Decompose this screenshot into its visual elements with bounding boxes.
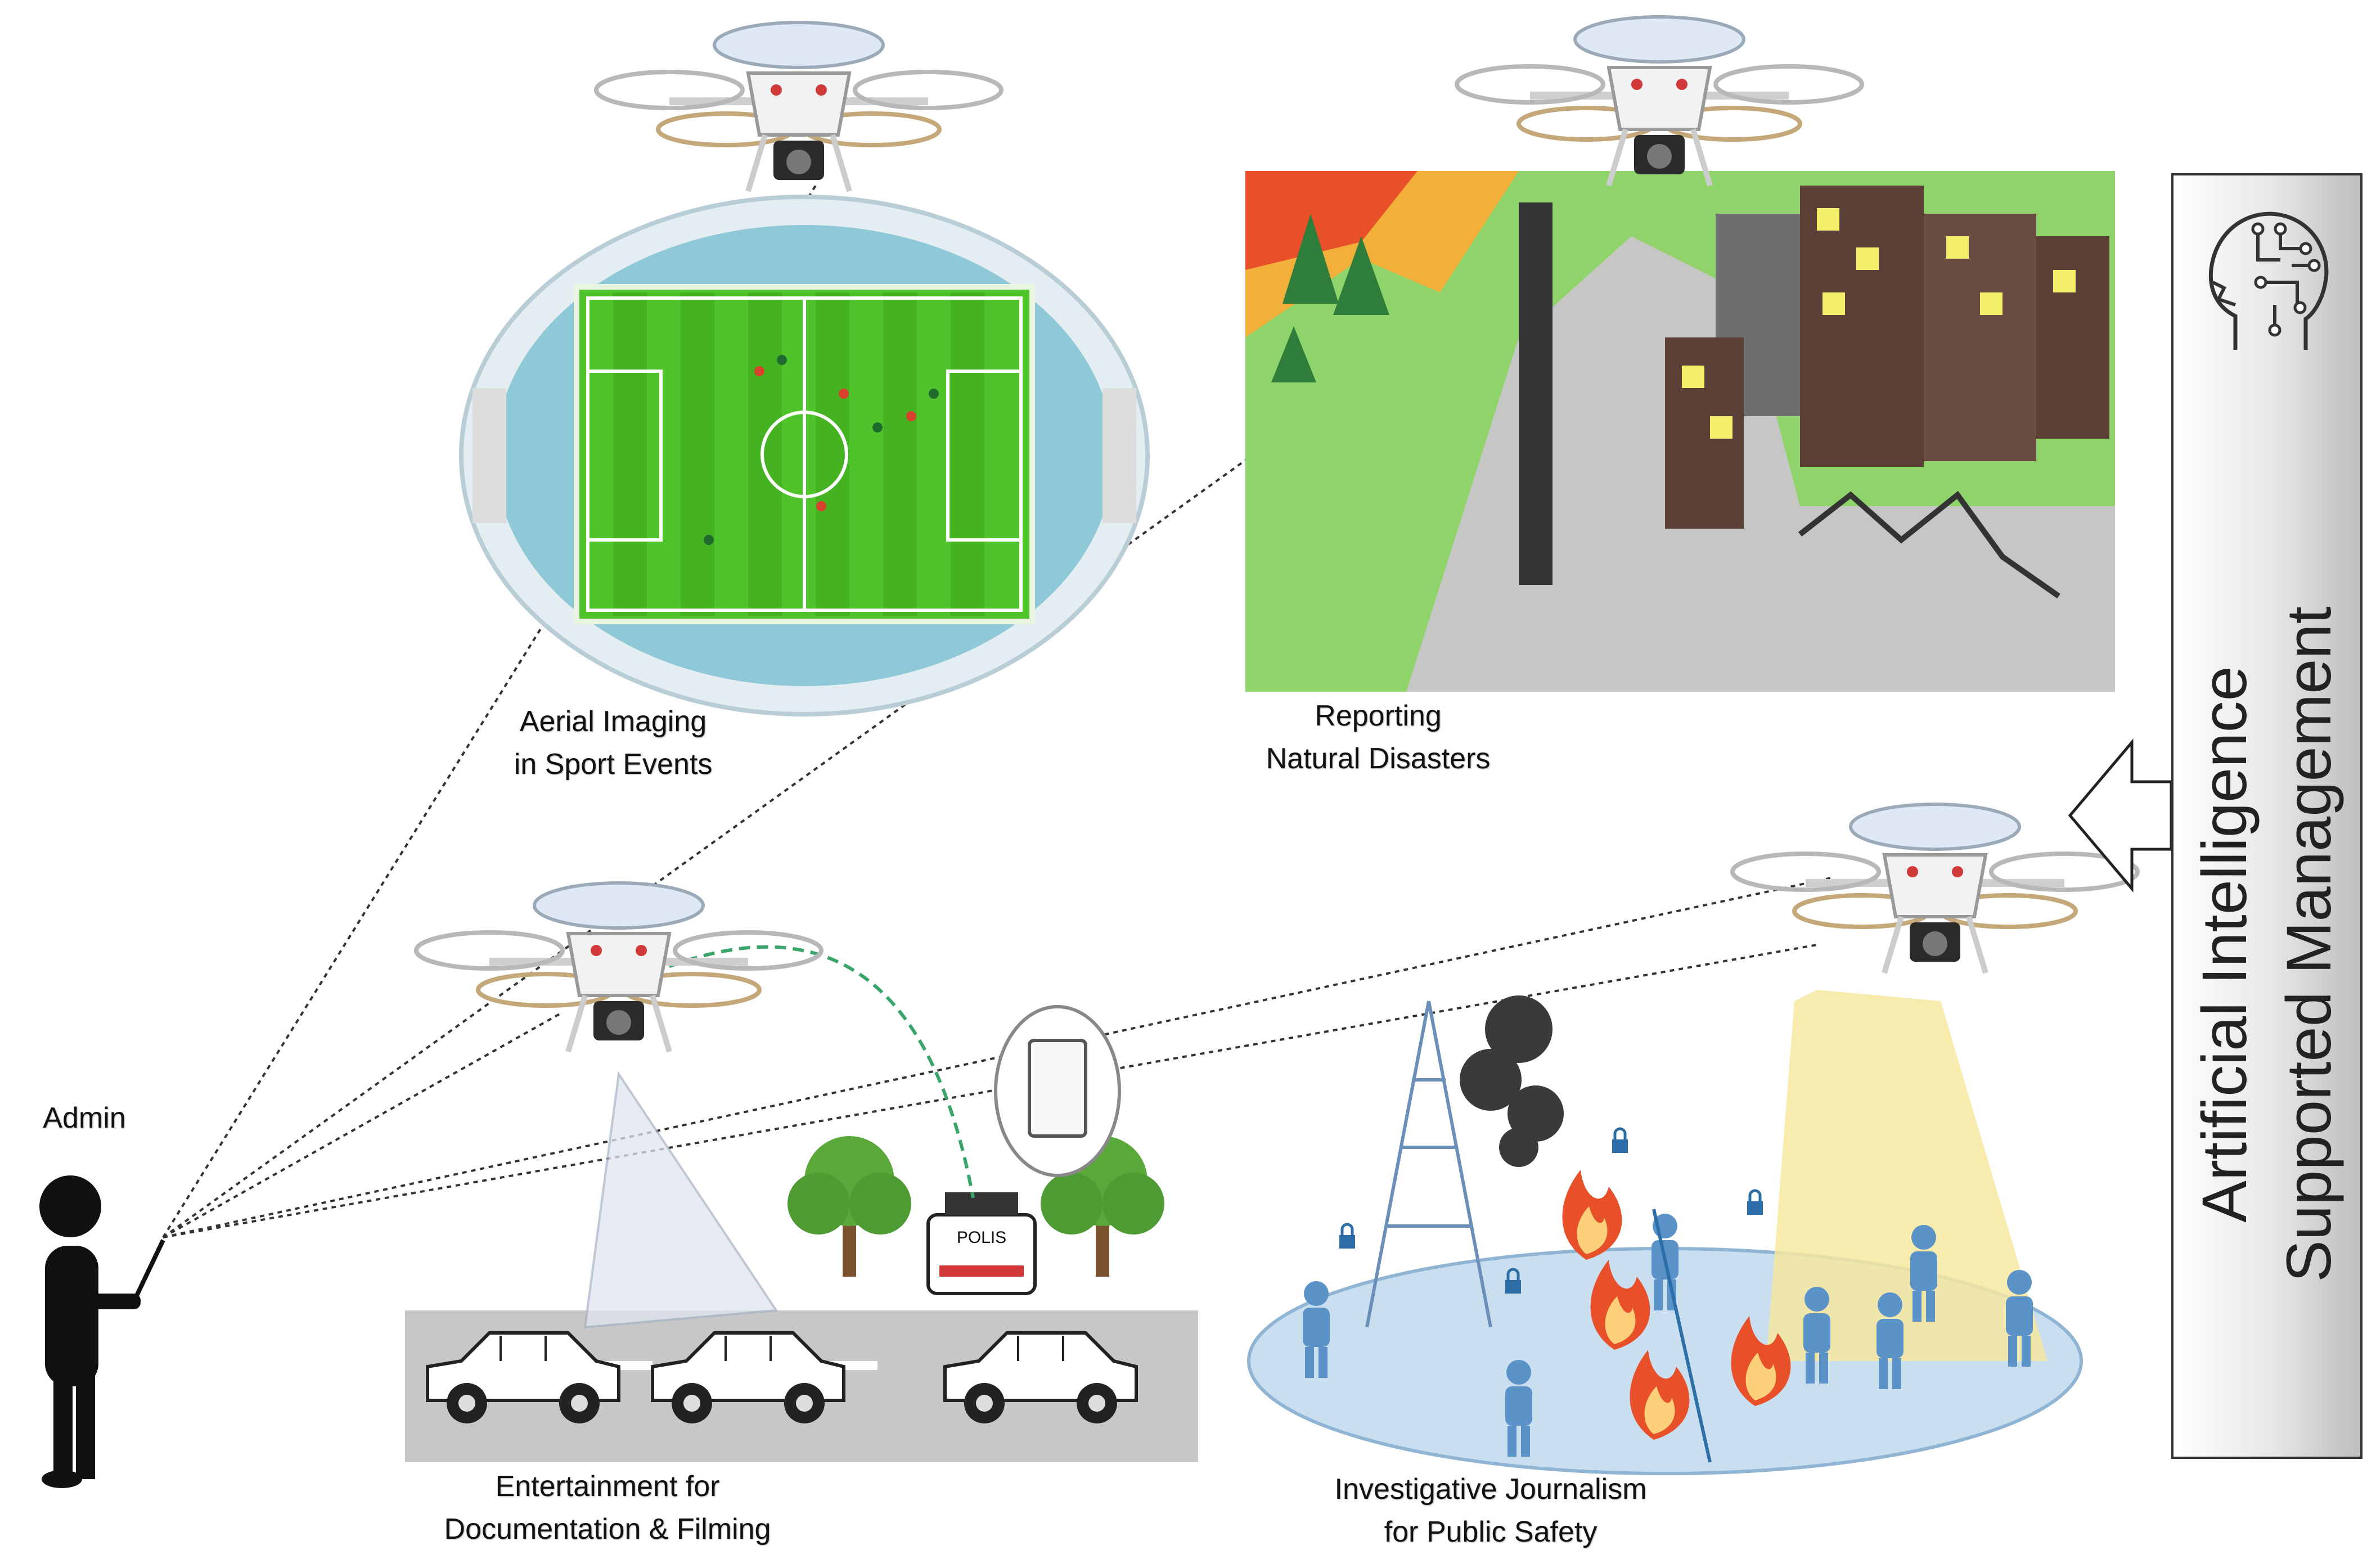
drone-sport [596, 22, 1001, 191]
drone-journalism [1732, 804, 2138, 973]
disaster-illustration [1245, 171, 2115, 692]
stadium-illustration [459, 195, 1150, 717]
drone-filming [416, 883, 821, 1052]
journalism-illustration [1247, 990, 2083, 1475]
police-car-text: POLIS [957, 1228, 1006, 1247]
filming-illustration: POLIS [405, 945, 1198, 1462]
natural-disasters-caption: Reporting Natural Disasters [1266, 700, 1491, 775]
police-car: POLIS [926, 1192, 1037, 1295]
ai-brain-icon [2208, 211, 2329, 350]
ai-panel-title: Artificial Intelligence Supported Manage… [2189, 606, 2344, 1282]
sport-events-caption: Aerial Imaging in Sport Events [514, 705, 713, 781]
ai-management-panel: Artificial Intelligence Supported Manage… [2171, 173, 2362, 1459]
journalism-caption: Investigative Journalism for Public Safe… [1334, 1473, 1647, 1548]
admin-figure [39, 1175, 165, 1488]
ai-arrow [2068, 738, 2173, 893]
entertainment-caption: Entertainment for Documentation & Filmin… [444, 1470, 771, 1546]
drone-disaster [1457, 17, 1862, 186]
admin-label: Admin [43, 1102, 126, 1134]
